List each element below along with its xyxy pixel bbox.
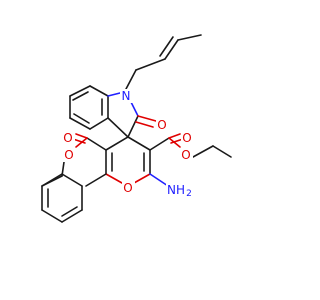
atom-o-ester-left-ether-text: O — [64, 148, 73, 162]
molecule-canvas: N O O O O O O NH 2 — [41, 34, 232, 223]
bond-c6-o — [105, 173, 123, 184]
bond-ph-3 — [61, 209, 83, 223]
bond-cester-o — [75, 133, 88, 139]
bond-benz-2b — [72, 91, 89, 101]
atom-o-ester-left-carbonyl-text: O — [63, 131, 72, 145]
bond-spiro-c5 — [105, 136, 129, 151]
bond-ph-6 — [41, 173, 63, 187]
molecule-structure: N O O O O O O NH 2 — [41, 34, 232, 223]
bond-n-c7a — [107, 92, 121, 97]
bond-allyl-3b — [159, 36, 174, 57]
bond-c2p-nh2 — [149, 173, 169, 187]
bond-benz-2 — [69, 85, 91, 97]
bond-allyl-2 — [135, 58, 166, 71]
atom-o-ester-left-carbonyl: O — [62, 131, 75, 145]
bond-benz-5 — [89, 117, 109, 130]
atom-o-pyran-text: O — [123, 181, 132, 195]
bond-c2-o — [137, 115, 157, 122]
atom-nh2-text: NH — [167, 183, 185, 197]
bond-benz-4 — [69, 117, 91, 130]
bond-c3a-c3 — [107, 117, 129, 138]
bond-c5-cester — [86, 137, 107, 151]
atom-o-ester-right-ether-text: O — [181, 148, 190, 162]
atom-n-indole-text: N — [122, 89, 131, 103]
atom-o-lactam-text: O — [157, 118, 166, 132]
atom-o-ester-right-ether: O — [180, 148, 193, 162]
bond-c3-c2 — [127, 115, 139, 138]
bond-methyl — [85, 173, 107, 187]
bond-allyl-3 — [164, 39, 179, 60]
bond-c2-o-b — [135, 121, 154, 128]
atom-o-pyran: O — [122, 181, 135, 195]
bond-benz-4b — [73, 113, 90, 124]
atom-nh2: NH 2 — [166, 182, 192, 199]
bond-c3p-cester2 — [149, 137, 170, 151]
bond-allyl-1 — [125, 69, 137, 90]
bond-benz-1 — [89, 85, 109, 97]
bond-o-c2p — [133, 173, 151, 184]
bond-ch2-ch3 — [212, 145, 232, 158]
atom-o-lactam: O — [156, 118, 169, 132]
bond-ph-2 — [41, 209, 63, 223]
bond-cester2-oether — [168, 137, 181, 148]
bond-cester-oether — [75, 137, 88, 148]
atom-n-indole: N — [120, 89, 133, 103]
atom-o-ester-right-carbonyl-text: O — [182, 131, 191, 145]
bond-ph-5 — [61, 173, 83, 187]
bond-spiro-c3p — [127, 136, 151, 151]
bond-oether2-ch2 — [192, 145, 214, 158]
atom-o-ester-right-carbonyl: O — [181, 131, 194, 145]
atom-o-ester-left-ether: O — [63, 148, 76, 162]
atom-nh2-subscript: 2 — [186, 189, 192, 199]
bond-ph-3b — [61, 206, 78, 217]
bond-allyl-4 — [177, 34, 202, 41]
bond-cester2-o — [168, 133, 181, 139]
